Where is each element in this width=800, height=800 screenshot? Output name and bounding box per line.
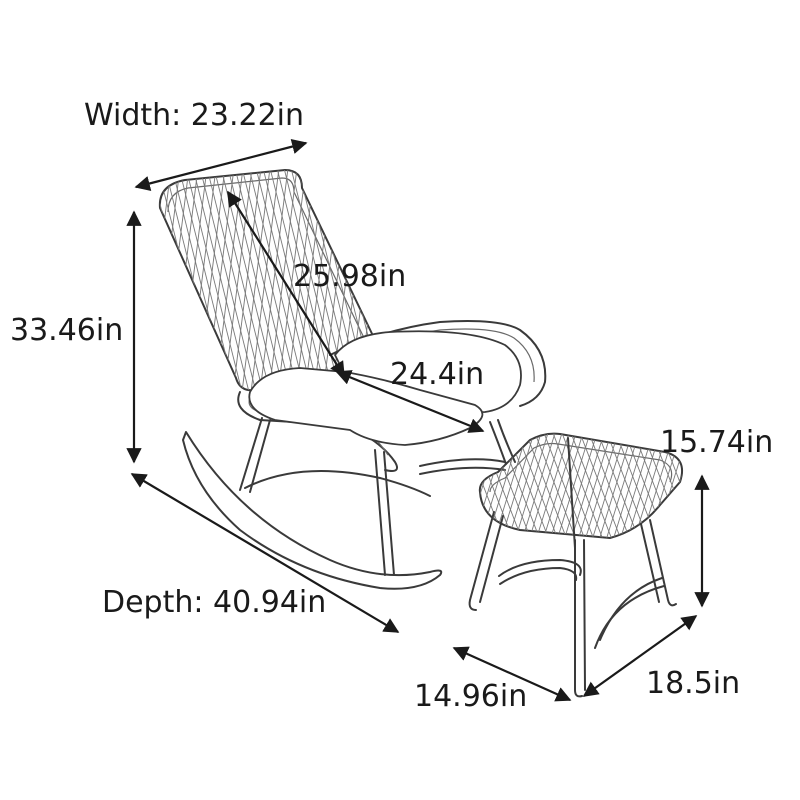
dimension-labels: Width: 23.22in 33.46in 25.98in 24.4in De… <box>10 98 773 714</box>
rope-weave-strand <box>479 433 509 538</box>
rope-weave-strand <box>520 433 572 538</box>
rope-weave-strand <box>565 433 617 538</box>
rope-weave-strand <box>601 433 653 538</box>
rope-weave-strand <box>88 160 118 400</box>
rope-weave-strand <box>479 433 500 538</box>
width-label: Width: 23.22in <box>84 98 304 133</box>
rope-weave-strand <box>539 433 581 538</box>
ottoman-width-arrow <box>452 646 572 702</box>
dimension-lines <box>126 139 710 702</box>
rope-weave-strand <box>538 433 590 538</box>
ottoman-width-label: 14.96in <box>414 679 527 714</box>
ottoman-height-label: 15.74in <box>660 425 773 460</box>
ottoman-illustration <box>468 432 684 698</box>
rope-weave-strand <box>583 433 635 538</box>
rope-weave-strand <box>97 160 127 400</box>
rope-weave-strand <box>159 170 182 391</box>
rope-weave-strand <box>231 170 263 391</box>
rope-weave-strand <box>610 433 662 538</box>
ottoman-depth-label: 18.5in <box>646 666 740 701</box>
rope-weave-strand <box>249 170 281 391</box>
rope-weave-strand <box>159 170 161 391</box>
rope-weave-strand <box>529 433 581 538</box>
rope-weave-strand <box>159 170 168 391</box>
rope-weave-strand <box>556 433 608 538</box>
rope-weave-strand <box>547 433 599 538</box>
rope-weave-strand <box>511 433 553 538</box>
depth-label: Depth: 40.94in <box>102 585 326 620</box>
rope-weave-strand <box>115 160 145 400</box>
rope-weave-strand <box>532 433 574 538</box>
seat-depth-arrow <box>335 370 485 433</box>
rope-weave-strand <box>124 160 154 400</box>
depth-arrow <box>130 473 400 633</box>
back-height-arrow <box>227 190 345 378</box>
rope-weave-strand <box>79 160 109 400</box>
rope-weave-strand <box>479 433 518 538</box>
rope-weave-strand <box>159 170 191 391</box>
rope-weave-strand <box>560 433 602 538</box>
rope-weave-strand <box>70 160 100 400</box>
rope-weave-strand <box>518 433 560 538</box>
rope-weave-strand <box>479 433 483 538</box>
rope-weave-strand <box>106 160 136 400</box>
rope-weave-strand <box>479 433 491 538</box>
rope-weave-strand <box>592 433 644 538</box>
width-arrow <box>134 139 308 191</box>
rope-weave-strand <box>159 170 173 391</box>
rope-weave-strand <box>222 170 254 391</box>
rope-weave-strand <box>195 170 227 391</box>
height-label: 33.46in <box>10 313 123 348</box>
back-height-label: 25.98in <box>293 259 406 294</box>
rope-weave-strand <box>553 433 595 538</box>
ottoman-depth-arrow <box>582 615 698 697</box>
seat-depth-label: 24.4in <box>390 357 484 392</box>
rope-weave-strand <box>574 433 626 538</box>
rope-weave-strand <box>159 170 164 391</box>
